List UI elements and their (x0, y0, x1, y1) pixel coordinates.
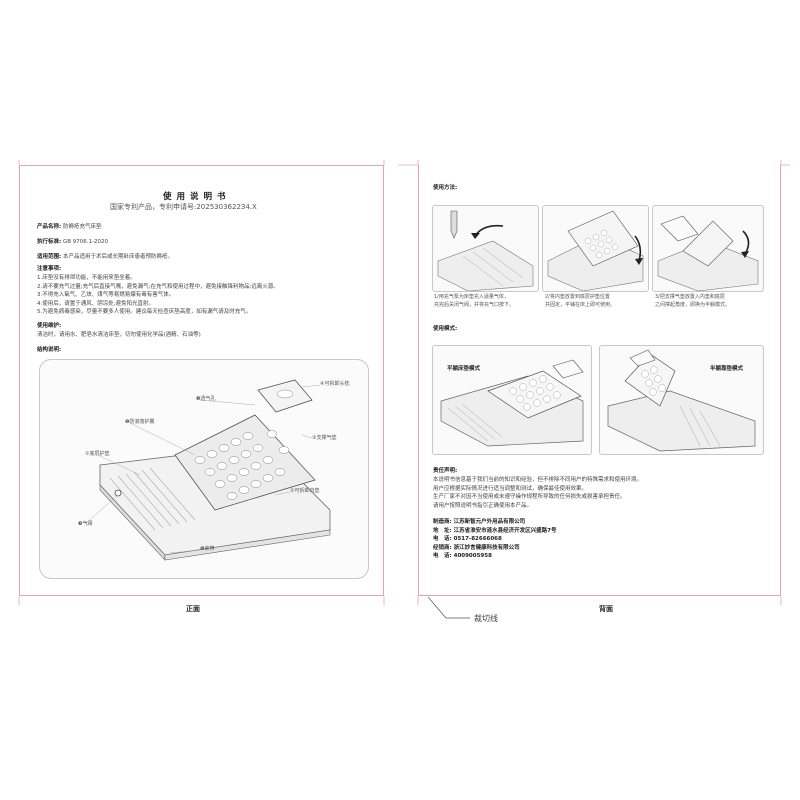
scope-row: 适用范围: 本产品适用于术后或长期卧床患者预防褥疮。 (37, 254, 173, 260)
front-page: 使用说明书 国家专利产品，专利申请号:202530362234.X 产品名称: … (19, 165, 384, 596)
callout-base: ①底层护垫 (85, 451, 110, 457)
step-2-illustration (542, 205, 649, 292)
mattress-illustration (84, 379, 331, 561)
note-item: 2.请不要充气过量;充气后直接气嘴，避免漏气;在充气和使用过程中，避免接触锋利物… (37, 283, 279, 290)
front-label: 正面 (186, 605, 200, 613)
note-item: 5.为避免病毒感染，尽量不要多人使用。建议每天检查床垫高度，如有漏气请及时充气。 (37, 309, 252, 316)
disclaimer-text: 本说明书信息基于我们当前的知识和经验，但不排除不同用户的特殊需求和使用环境。 用… (433, 477, 643, 509)
step-1-caption: 1/用充气泵为床垫充入适量气体， 充完后关闭气阀，并将充气口按下。 (434, 294, 515, 308)
notes-title: 注意事项: (37, 266, 62, 272)
callout-guard: ❺防滚落护翼 (125, 419, 155, 425)
note-item: 3.不得充入氧气、乙炔、煤气等易燃易爆有毒有害气体。 (37, 292, 175, 299)
note-item: 1.床垫没有排泄功能，不能用来垫坐着。 (37, 275, 136, 281)
structure-title: 结构说明: (37, 347, 62, 353)
callout-valve: ❼气阀 (78, 521, 93, 527)
usage-title: 使用方法: (433, 185, 458, 191)
phone1-row: 电 话: 0517-82666068 (433, 536, 502, 543)
callout-vent: ❸透气孔 (196, 396, 216, 402)
callout-inner: ②可拆卸内垫 (290, 488, 320, 494)
disclaimer-title: 责任声明: (433, 468, 458, 474)
product-name-row: 产品名称: 防褥疮充气床垫 (37, 224, 102, 230)
notes-list: 1.床垫没有排泄功能，不能用来垫坐着。 2.请不要充气过量;充气后直接气嘴，避免… (37, 274, 279, 317)
note-item: 4.使用后，请置于通风、阴凉处,避免阳光直射。 (37, 300, 154, 307)
standard-row: 执行标准: GB 9706.1-2020 (37, 239, 108, 245)
modes-title: 使用模式: (433, 326, 458, 332)
address-row: 地 址: 江苏省淮安市涟水县经济开发区兴盛路7号 (433, 527, 557, 534)
maintenance-title: 使用维护: (37, 323, 62, 329)
mode-half-illustration: 半躺靠垫模式 (599, 345, 764, 455)
distributor-row: 经销商: 浙江妙言健康科技有限公司 (433, 544, 520, 551)
manufacturer-row: 制造商: 江苏新智元户外用品有限公司 (433, 519, 526, 525)
callout-pillow: ④可拆卸头枕 (320, 381, 350, 387)
structure-diagram: ④可拆卸头枕 ❸透气孔 ❺防滚落护翼 ③支撑气垫 ①底层护垫 ②可拆卸内垫 ❼气… (39, 359, 369, 579)
contact-block: 制造商: 江苏新智元户外用品有限公司 地 址: 江苏省淮安市涟水县经济开发区兴盛… (433, 518, 556, 561)
back-page: 使用方法: (418, 165, 781, 596)
callout-support: ③支撑气垫 (312, 435, 337, 441)
maintenance-text: 清洁时，请用水、肥皂水清洁床垫，切勿使用化学品(酒精、石油等) (37, 332, 201, 338)
patent-subtitle: 国家专利产品，专利申请号:202530362234.X (110, 203, 257, 211)
step-3-caption: 3/把支撑气垫放置入内垫和底层 之间撑起角度，即换为半躺模式。 (655, 294, 731, 308)
mode-flat-illustration: 平躺床垫模式 (432, 345, 592, 455)
back-label: 背面 (599, 605, 613, 613)
callout-strap: ❻束带 (200, 546, 215, 552)
step-1-illustration (432, 205, 539, 292)
step-3-illustration (652, 205, 764, 292)
phone2-row: 电 话: 4009005958 (433, 553, 492, 560)
step-2-caption: 2/将内垫放置到底层护垫位置 并固定，平铺在床上即可使用。 (545, 294, 616, 308)
mode-half-label: 半躺靠垫模式 (710, 366, 744, 372)
cut-line-label: 裁切线 (474, 614, 498, 623)
manual-title: 使用说明书 (163, 192, 231, 202)
mode-flat-label: 平躺床垫模式 (447, 366, 481, 372)
